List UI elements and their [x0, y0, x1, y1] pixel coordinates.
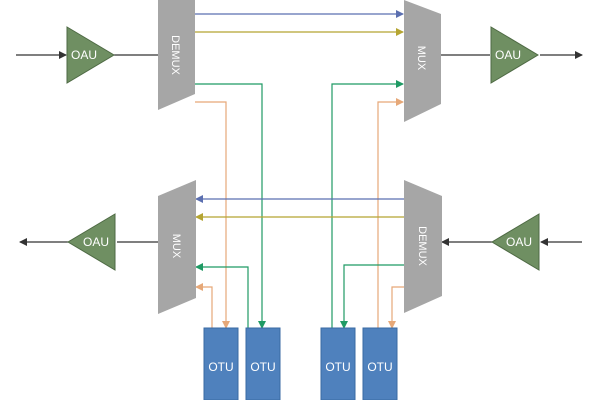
demux-top: DEMUX	[158, 0, 195, 110]
top-demux-orange-drop	[195, 101, 230, 329]
oau-bottom-left-label: OAU	[83, 235, 109, 249]
oau-top-right-label: OAU	[495, 48, 521, 62]
oau-top-left: OAU	[66, 26, 115, 84]
oau-top-right: OAU	[490, 26, 539, 84]
bottom-mux-green-add	[195, 263, 249, 328]
oau-top-left-label: OAU	[71, 48, 97, 62]
otu-1: OTU	[203, 327, 239, 400]
top-demux-green-drop	[195, 83, 266, 329]
top-mux-orange-add	[377, 98, 404, 328]
demux-top-label: DEMUX	[169, 35, 181, 75]
demux-bottom: DEMUX	[404, 180, 442, 313]
oau-bottom-right: OAU	[491, 213, 540, 271]
oau-bottom-left: OAU	[67, 213, 116, 271]
otu-1-label: OTU	[208, 360, 233, 374]
otu-2-label: OTU	[250, 360, 275, 374]
mux-top-label: MUX	[415, 46, 427, 71]
otu-4: OTU	[362, 327, 398, 400]
otu-2: OTU	[245, 327, 281, 400]
bottom-demux-orange-drop	[388, 286, 404, 329]
oau-bottom-right-label: OAU	[506, 235, 532, 249]
demux-bottom-label: DEMUX	[416, 226, 428, 266]
bottom-demux-green-drop	[340, 264, 404, 329]
otu-3-label: OTU	[325, 360, 350, 374]
mux-top: MUX	[404, 0, 441, 122]
mux-bottom: MUX	[158, 180, 196, 314]
bottom-mux-orange-add	[195, 283, 213, 328]
otu-3: OTU	[320, 327, 356, 400]
top-mux-green-add	[331, 80, 404, 328]
otu-4-label: OTU	[367, 360, 392, 374]
mux-bottom-label: MUX	[170, 234, 182, 259]
